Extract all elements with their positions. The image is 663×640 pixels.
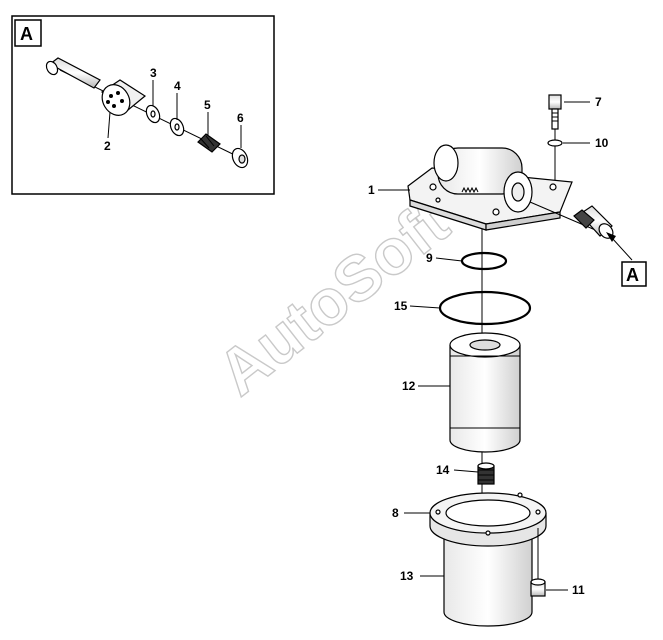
label-1: 1: [368, 183, 375, 197]
part-seal-ring-15: [438, 290, 532, 326]
label-4: 4: [174, 79, 181, 93]
label-6: 6: [237, 111, 244, 125]
label-7: 7: [595, 95, 602, 109]
part-washer-3: [145, 104, 161, 124]
part-washer-10: [547, 139, 563, 147]
label-3: 3: [150, 66, 157, 80]
label-2: 2: [104, 139, 111, 153]
part-union-body: [100, 79, 147, 116]
callout-a-letter: A: [626, 265, 639, 285]
label-15: 15: [394, 299, 408, 313]
label-11: 11: [572, 583, 585, 597]
label-14: 14: [436, 463, 450, 477]
label-8: 8: [392, 506, 399, 520]
part-drain-plug: [530, 578, 546, 597]
callout-a-tag: [621, 261, 647, 287]
part-filter-head: [407, 144, 573, 231]
watermark-text: AutoSoft: [204, 186, 461, 409]
detail-a-tag: [14, 19, 42, 47]
part-bolt-detail: [45, 57, 101, 89]
detail-a-panel: A: [11, 15, 275, 195]
part-filter-bowl: [429, 492, 547, 627]
label-12: 12: [402, 379, 416, 393]
part-spring-14: [477, 462, 495, 485]
detail-a-letter: A: [20, 24, 33, 44]
label-13: 13: [400, 569, 414, 583]
part-washer-4: [169, 117, 185, 137]
part-cap-6: [231, 147, 249, 169]
label-10: 10: [595, 136, 609, 150]
label-9: 9: [426, 251, 433, 265]
part-filter-element: [449, 332, 521, 453]
part-spring-5: [197, 133, 221, 153]
label-5: 5: [204, 98, 211, 112]
part-o-ring-9: [460, 251, 508, 271]
part-bolt-7: [548, 94, 562, 130]
